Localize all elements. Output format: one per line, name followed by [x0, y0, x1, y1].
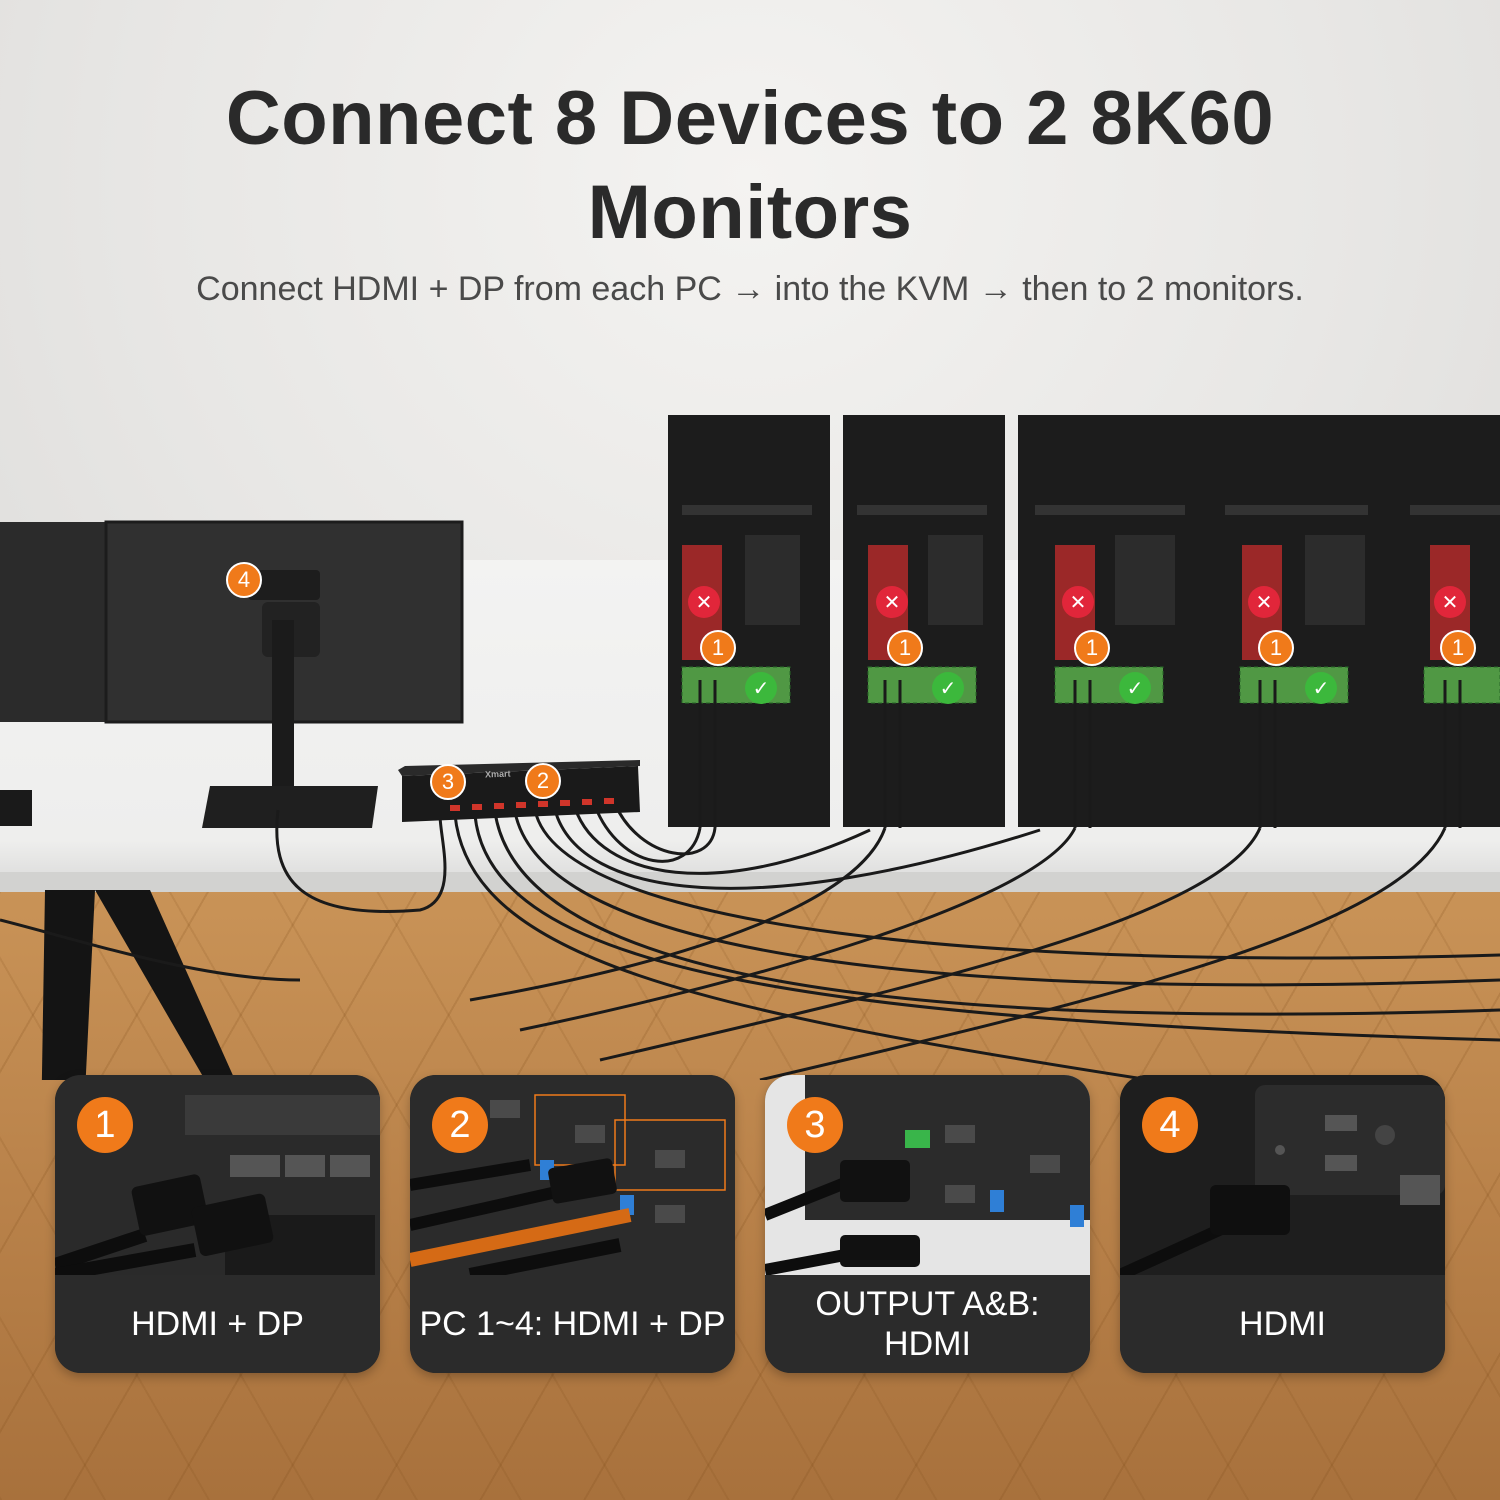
pc-port-badge: 1	[1258, 630, 1294, 666]
kvm-input-badge: 2	[525, 763, 561, 799]
pc-port-badge: 1	[700, 630, 736, 666]
headline-line-1: Connect 8 Devices to 2 8K60	[225, 76, 1275, 161]
incorrect-port-x-icon: ✕	[876, 586, 908, 618]
step-card-4: 4 HDMI	[1120, 1075, 1445, 1373]
pc-port-badge: 1	[1074, 630, 1110, 666]
correct-port-check-icon: ✓	[1305, 672, 1337, 704]
desk-edge	[0, 872, 1500, 892]
pc-port-badge: 1	[1440, 630, 1476, 666]
kvm-brand-label: Xmart	[484, 768, 511, 780]
step-caption: HDMI	[1120, 1275, 1445, 1373]
correct-port-check-icon: ✓	[745, 672, 777, 704]
correct-port-check-icon: ✓	[1119, 672, 1151, 704]
pc-port-badge: 1	[887, 630, 923, 666]
monitor-ports-photo	[1120, 1075, 1445, 1275]
setup-illustration	[0, 415, 1500, 1080]
monitor-port-badge: 4	[226, 562, 262, 598]
cables	[0, 680, 1500, 1080]
kvm-output-badge: 3	[430, 764, 466, 800]
monitor-right	[104, 520, 464, 828]
step-caption: PC 1~4: HDMI + DP	[410, 1275, 735, 1373]
pc-tower-5	[1368, 415, 1500, 827]
incorrect-port-x-icon: ✕	[1062, 586, 1094, 618]
step-number-badge: 2	[432, 1097, 488, 1153]
step-caption: HDMI + DP	[55, 1275, 380, 1373]
pc-tower-2	[843, 415, 1005, 827]
pc-tower-1	[668, 415, 830, 827]
incorrect-port-x-icon: ✕	[1434, 586, 1466, 618]
incorrect-port-x-icon: ✕	[688, 586, 720, 618]
incorrect-port-x-icon: ✕	[1248, 586, 1280, 618]
step-number-badge: 4	[1142, 1097, 1198, 1153]
pc-tower-4	[1194, 415, 1390, 827]
subheadline: Connect HDMI + DP from each PC → into th…	[196, 270, 1304, 308]
desk-legs	[41, 890, 235, 1080]
pc-tower-3	[1018, 415, 1204, 827]
headline-line-2: Monitors	[587, 170, 913, 255]
step-caption: OUTPUT A&B: HDMI	[765, 1275, 1090, 1373]
step-card-3: 3 OUTPUT A&B: HDMI	[765, 1075, 1090, 1373]
monitor-left	[0, 522, 110, 826]
step-card-2: 2 PC 1~4: HDMI + DP	[410, 1075, 735, 1373]
headline: Connect 8 Devices to 2 8K60 Monitors	[0, 72, 1500, 260]
step-card-1: 1 HDMI + DP	[55, 1075, 380, 1373]
correct-port-check-icon: ✓	[932, 672, 964, 704]
step-number-badge: 3	[787, 1097, 843, 1153]
step-number-badge: 1	[77, 1097, 133, 1153]
